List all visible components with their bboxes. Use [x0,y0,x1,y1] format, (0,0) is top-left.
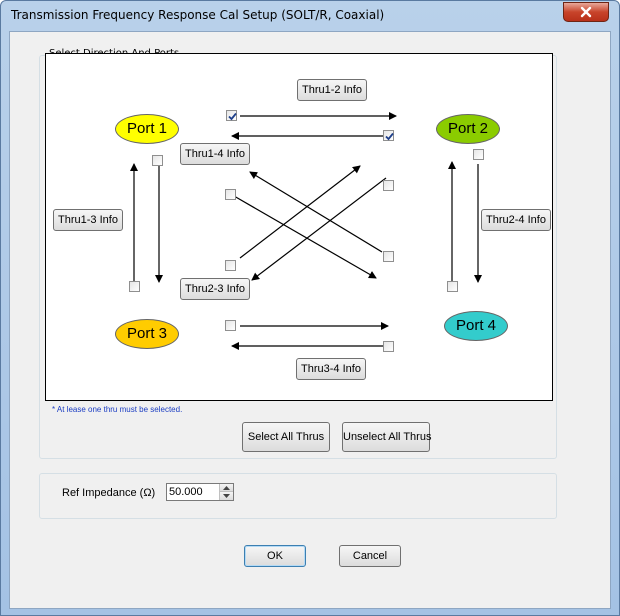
port-diagram-panel: Port 1 Port 2 Port 3 Port 4 Thru1-2 Info… [45,53,553,401]
port-3-node: Port 3 [115,319,179,349]
thru-1-4-info-button[interactable]: Thru1-4 Info [180,143,250,165]
thru-2-to-3-checkbox[interactable] [383,180,394,191]
thru-2-to-4-checkbox[interactable] [473,149,484,160]
ref-impedance-label: Ref Impedance (Ω) [62,487,156,499]
thru-3-4-info-button[interactable]: Thru3-4 Info [296,358,366,380]
thru-arrows [130,112,482,350]
ok-button[interactable]: OK [244,545,306,567]
ref-impedance-input[interactable] [169,485,219,499]
arrow-up-icon [223,485,230,490]
thru-1-to-2-checkbox[interactable] [226,110,237,121]
thru-2-3-info-button[interactable]: Thru2-3 Info [180,278,250,300]
thru-1-2-info-button[interactable]: Thru1-2 Info [297,79,367,101]
arrow-4-to-1 [249,171,383,253]
thru-2-to-1-checkbox[interactable] [383,130,394,141]
close-icon [580,6,592,18]
thru-3-to-4-checkbox[interactable] [225,320,236,331]
thru-4-to-2-checkbox[interactable] [447,281,458,292]
select-all-thrus-button[interactable]: Select All Thrus [242,422,330,452]
thru-1-3-info-button[interactable]: Thru1-3 Info [53,209,123,231]
port-1-node: Port 1 [115,114,179,144]
checkmark-icon [385,132,394,141]
ref-impedance-stepper[interactable] [166,483,234,501]
thru-3-to-1-checkbox[interactable] [129,281,140,292]
close-button[interactable] [563,2,609,22]
arrow-2-to-3 [251,177,387,281]
arrow-1-to-4 [233,195,377,279]
ref-impedance-spinner [219,484,233,500]
port-4-node: Port 4 [444,311,508,341]
arrow-down-icon [223,494,230,498]
checkmark-icon [228,112,237,121]
thru-1-to-3-checkbox[interactable] [152,155,163,166]
cancel-button[interactable]: Cancel [339,545,401,567]
title-bar[interactable]: Transmission Frequency Response Cal Setu… [1,1,619,31]
thru-4-to-1-checkbox[interactable] [383,251,394,262]
thru-required-note: * At lease one thru must be selected. [52,405,183,414]
unselect-all-thrus-button[interactable]: Unselect All Thrus [342,422,431,452]
arrow-3-to-2 [239,165,361,259]
ref-impedance-group [39,473,557,519]
thru-1-to-4-checkbox[interactable] [225,189,236,200]
window-title: Transmission Frequency Response Cal Setu… [11,8,385,22]
port-2-node: Port 2 [436,114,500,144]
thru-4-to-3-checkbox[interactable] [383,341,394,352]
spin-down-button[interactable] [220,492,233,500]
thru-3-to-2-checkbox[interactable] [225,260,236,271]
spin-up-button[interactable] [220,484,233,492]
thru-2-4-info-button[interactable]: Thru2-4 Info [481,209,551,231]
